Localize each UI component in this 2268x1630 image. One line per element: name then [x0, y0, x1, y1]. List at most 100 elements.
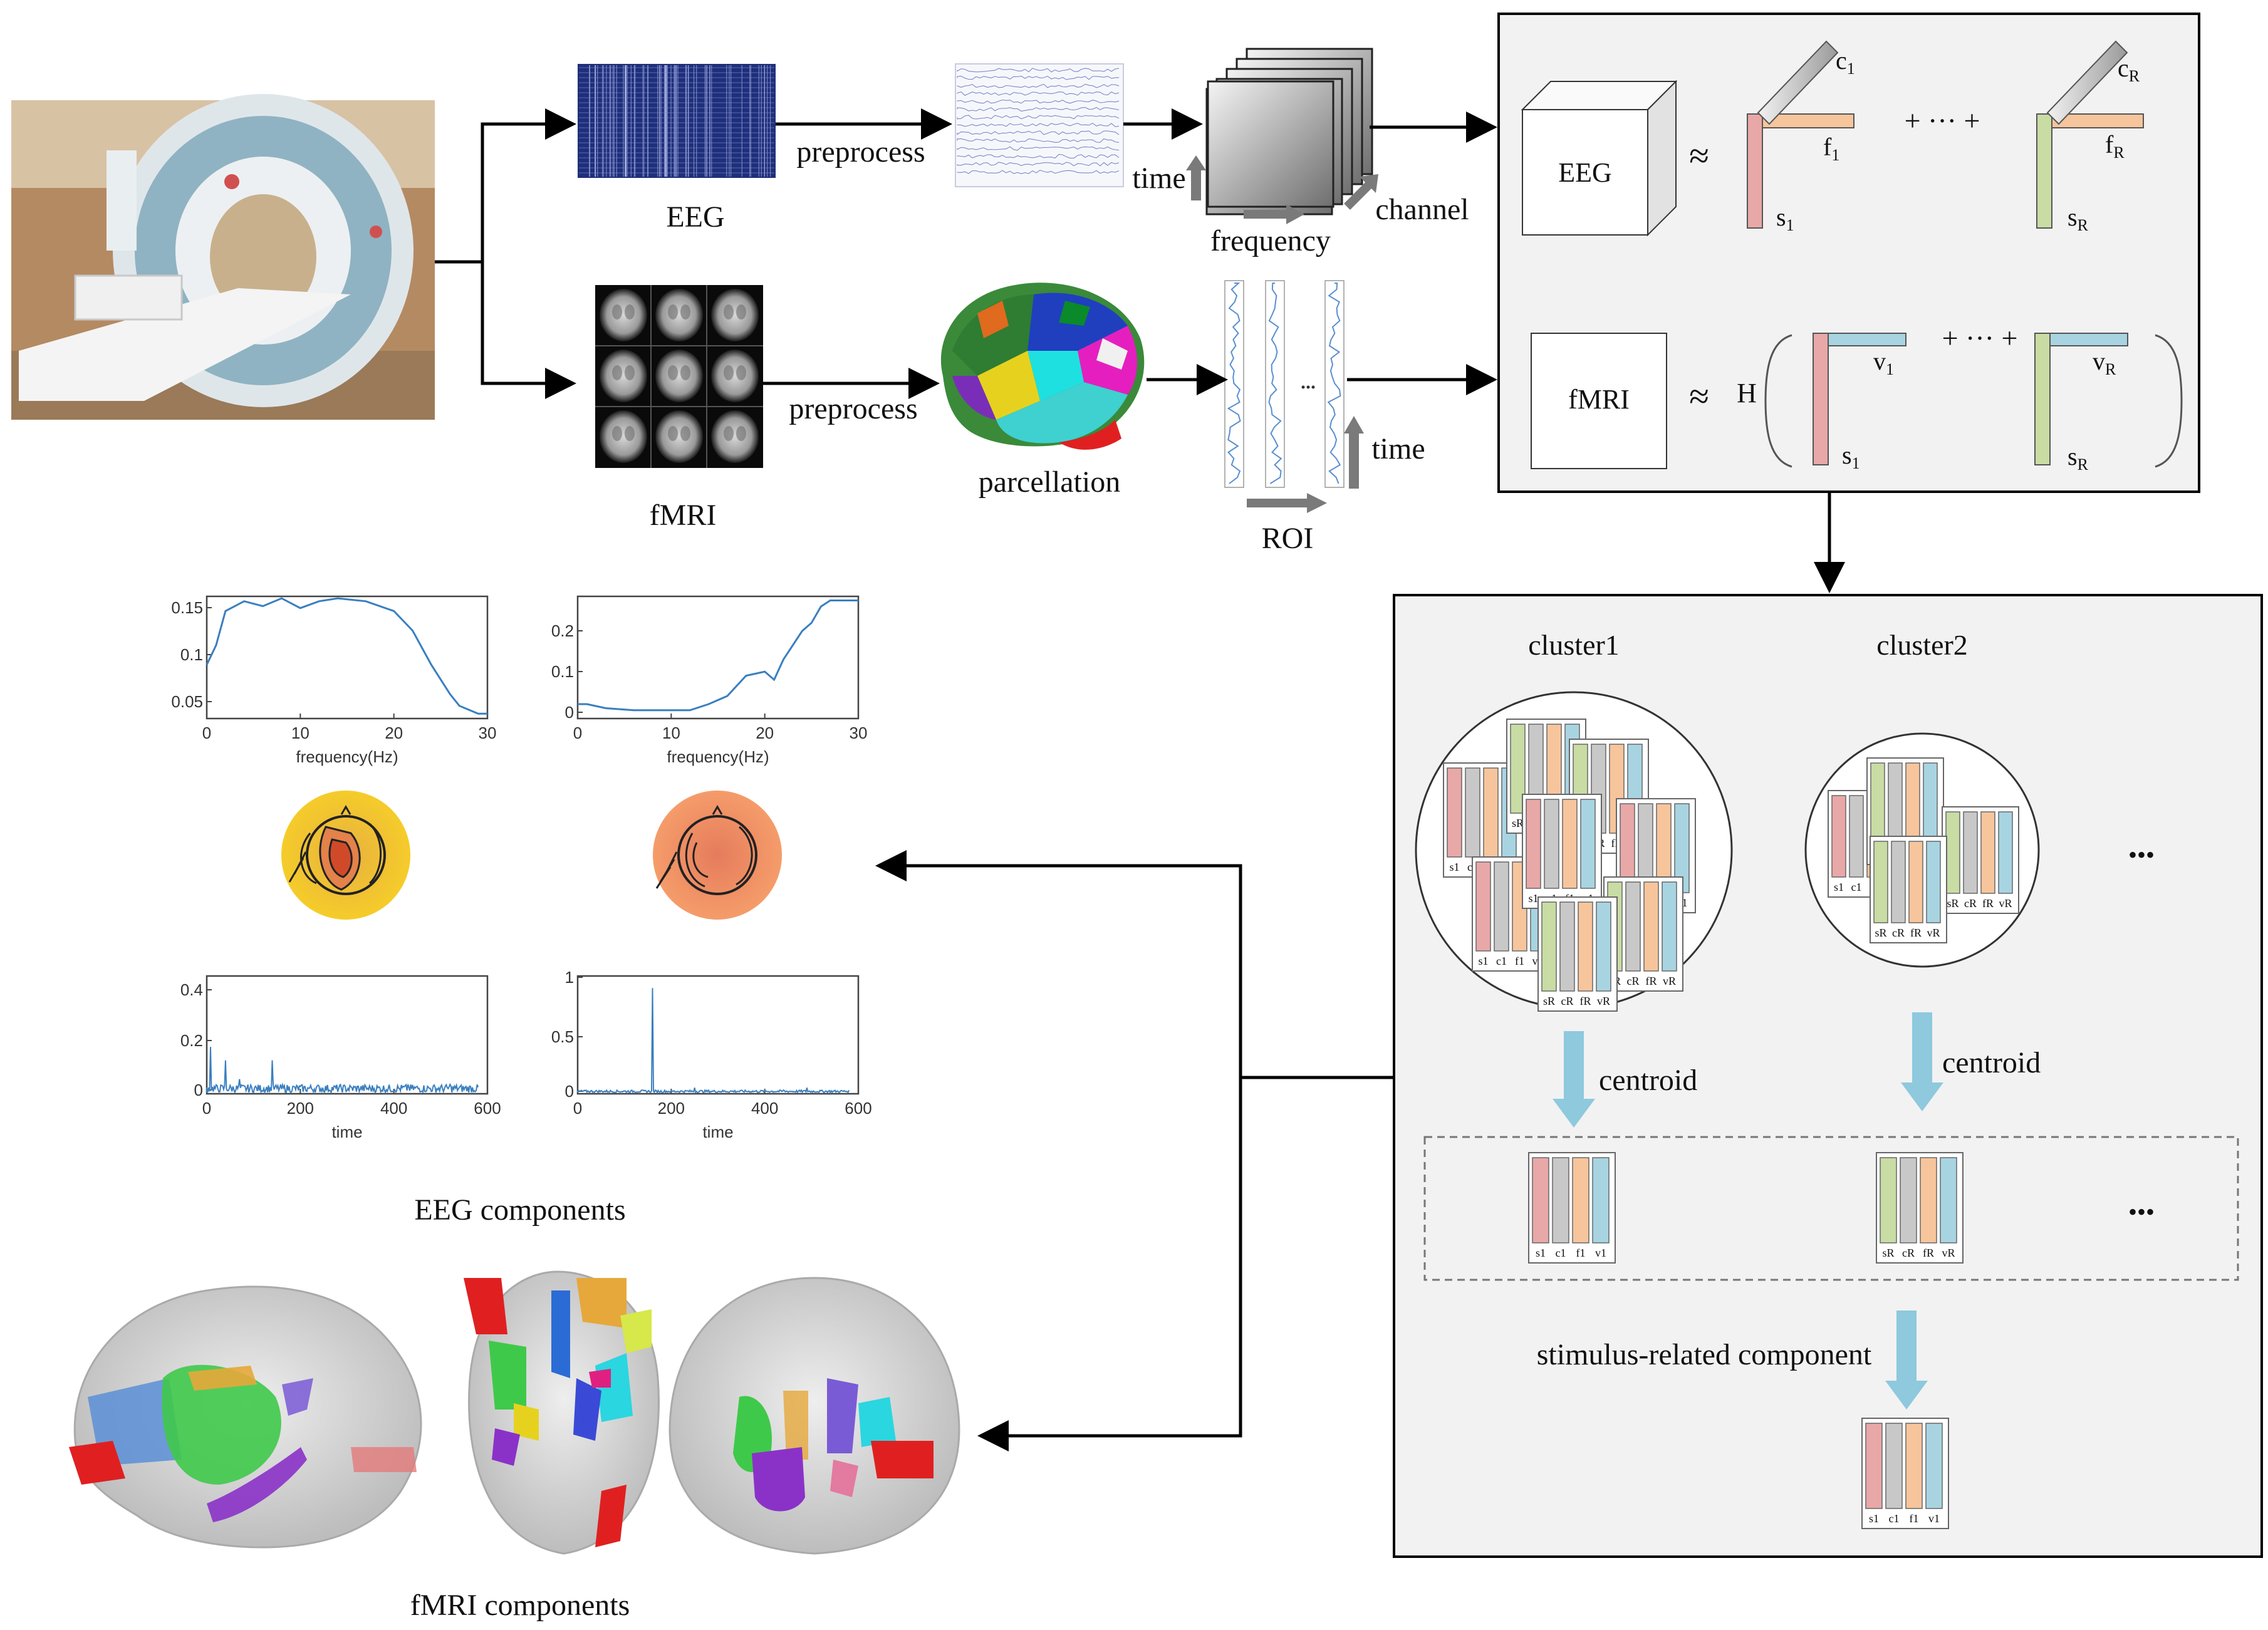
fmri-brain-coronal: [668, 1277, 960, 1555]
component-label: vR: [1597, 995, 1610, 1007]
component-label: c1: [1851, 881, 1862, 893]
approx-fmri: ≈: [1689, 376, 1709, 417]
s1-eeg-label: s1: [1776, 203, 1794, 234]
x-tick-label: 0: [573, 724, 582, 742]
component-label: fR: [1910, 927, 1922, 939]
component-label: c1: [1889, 1512, 1900, 1525]
centroid-arrows: [1553, 1012, 1943, 1409]
x-axis-label: time: [331, 1123, 362, 1141]
y-tick-label: 0.2: [180, 1031, 203, 1050]
component-label: f1: [1910, 1512, 1919, 1525]
clustering-panel: cluster1 cluster2 s1 c1 f1 v1 sR cR fR vR sR cR fR…: [1393, 594, 2263, 1558]
topomap-2: [653, 791, 782, 920]
x-axis-label: frequency(Hz): [296, 747, 398, 766]
component-label: cR: [1964, 897, 1977, 910]
f1-label: f1: [1823, 133, 1839, 164]
component-label: cR: [1627, 975, 1640, 987]
fmri-brain-axial: [464, 1270, 660, 1555]
sR-eeg-label: sR: [2068, 203, 2089, 234]
parcellation-label: parcellation: [979, 465, 1121, 499]
cluster2-label: cluster2: [1876, 629, 1968, 661]
time-curve-1: [206, 1047, 479, 1095]
x-tick-label: 20: [385, 724, 403, 742]
x-tick-label: 600: [474, 1099, 501, 1118]
stimulus-related-label: stimulus-related component: [1537, 1338, 1872, 1371]
ellipsis-centroid: •••: [2128, 1198, 2155, 1226]
right-bracket: [2155, 334, 2183, 468]
component-label: sR: [1512, 817, 1524, 829]
component-label: cR: [1561, 995, 1574, 1007]
eeg-box-label: EEG: [1558, 157, 1612, 188]
x-tick-label: 0: [202, 724, 211, 742]
eeg-label: EEG: [666, 200, 724, 234]
component-label: fR: [1923, 1247, 1934, 1259]
x-axis-label: frequency(Hz): [667, 747, 769, 766]
y-tick-label: 0: [194, 1081, 203, 1099]
y-tick-label: 0.5: [551, 1027, 574, 1046]
component-label: vR: [1663, 975, 1676, 987]
eeg-raw-signal-image: [578, 64, 776, 178]
component-label: vR: [1927, 927, 1940, 939]
fmri-box: [1531, 333, 1667, 469]
cluster2-components: s1c1f1v1sRcRfRvRsRcRfRvRsRcRfRvR: [1828, 757, 2019, 943]
cR-label: cR: [2118, 54, 2140, 85]
component-label: sR: [1882, 1247, 1894, 1259]
x-tick-label: 0: [573, 1099, 582, 1118]
axis-arrow-roi-icon: [1247, 493, 1327, 513]
ellipsis-cluster: •••: [2128, 841, 2155, 869]
topomap-1: [281, 791, 410, 920]
x-tick-label: 0: [202, 1099, 211, 1118]
component-label: fR: [1646, 975, 1657, 987]
component-label: sR: [1875, 927, 1886, 939]
roi-timecourse-image: [1224, 280, 1345, 488]
cluster1-components: s1c1f1v1sRcRfRvRsRcRfRvRs1c1f1v1s1c1f1v1…: [1443, 719, 1696, 1012]
component-label: f1: [1576, 1247, 1586, 1259]
time-curve-2: [577, 988, 850, 1094]
y-tick-label: 0.1: [180, 645, 203, 664]
frequency-curve-1: [205, 597, 487, 715]
channel-label: channel: [1375, 193, 1469, 226]
fmri-box-label: fMRI: [1568, 384, 1630, 415]
fmri-factor-1: [1813, 333, 1906, 465]
return-arrows: [875, 850, 1394, 1451]
fR-label: fR: [2105, 130, 2125, 162]
y-tick-label: 0.4: [180, 980, 203, 999]
v1-label: v1: [1873, 347, 1894, 378]
h-label: H: [1737, 378, 1757, 408]
x-tick-label: 10: [291, 724, 310, 742]
axis-arrow-time-fmri-icon: [1344, 416, 1364, 489]
component-label: vR: [1942, 1247, 1955, 1259]
s1-fmri-label: s1: [1842, 441, 1860, 472]
centroids-dashed-box: [1423, 1136, 2239, 1281]
component-label: fR: [1580, 995, 1591, 1007]
x-tick-label: 400: [751, 1099, 778, 1118]
component-label: s1: [1869, 1512, 1879, 1525]
component-label: s1: [1536, 1247, 1546, 1259]
frequency-curve-2: [578, 600, 858, 712]
component-label: v1: [1595, 1247, 1606, 1259]
component-label: sR: [1947, 897, 1958, 910]
fmri-factor-R: [2034, 333, 2128, 465]
frequency-label: frequency: [1210, 224, 1331, 257]
component-label: s1: [1528, 892, 1538, 905]
cluster1-label: cluster1: [1528, 629, 1620, 661]
x-tick-label: 200: [287, 1099, 314, 1118]
pipeline-arrows: [435, 108, 1845, 593]
fmri-slices-image: [595, 285, 763, 468]
x-tick-label: 30: [850, 724, 868, 742]
component-label: s1: [1478, 955, 1488, 967]
x-tick-label: 10: [662, 724, 680, 742]
axis-arrow-channel-icon: [1344, 174, 1378, 210]
centroid1-label: centroid: [1599, 1064, 1697, 1097]
c1-label: c1: [1836, 46, 1855, 78]
y-tick-label: 0.15: [171, 598, 203, 617]
eeg-preprocessed-signal-image: [955, 63, 1124, 187]
vR-label: vR: [2093, 347, 2116, 378]
